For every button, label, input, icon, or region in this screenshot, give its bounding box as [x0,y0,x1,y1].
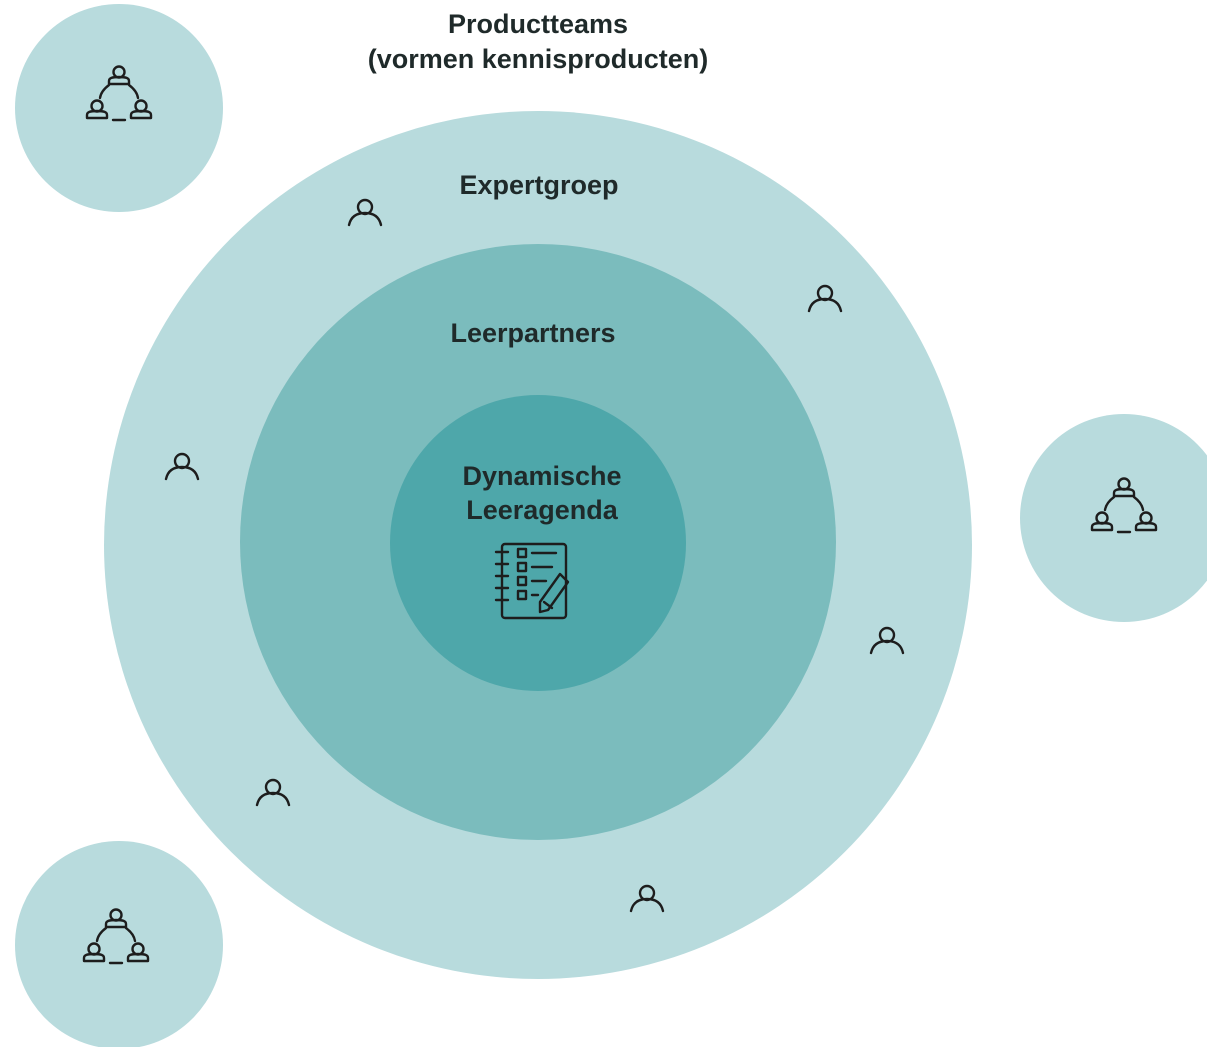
notebook-checklist-pen-icon [494,542,570,620]
team-circle-top-left [15,4,223,212]
productteams-title: Productteams [448,9,628,39]
agenda-label-line1: Dynamische [462,461,621,491]
expertgroep-label: Expertgroep [459,170,618,200]
agenda-label-line2: Leeragenda [466,495,619,525]
team-circle-bottom-left [15,841,223,1047]
productteams-subtitle: (vormen kennisproducten) [368,44,709,74]
team-circle-right [1020,414,1207,622]
leerpartners-label: Leerpartners [450,318,615,348]
